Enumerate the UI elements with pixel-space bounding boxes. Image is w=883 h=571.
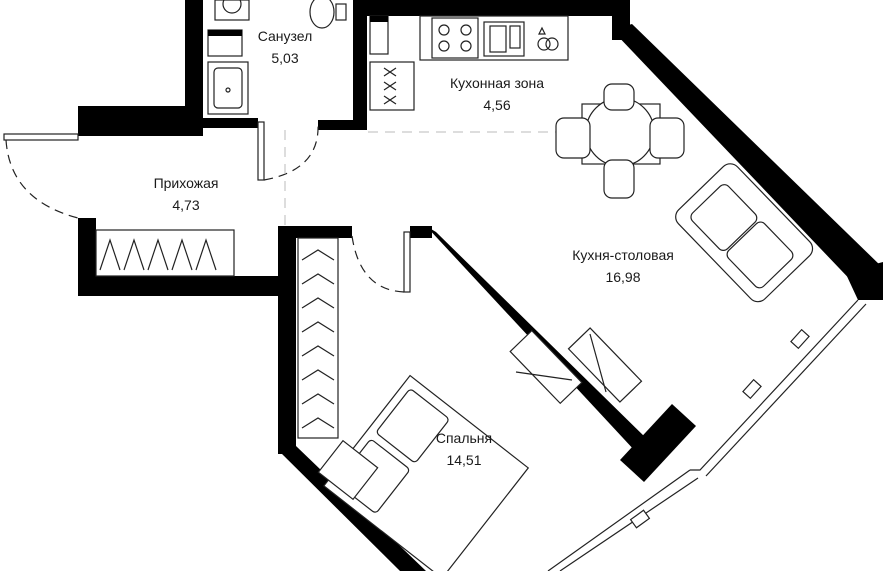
windows [547, 299, 867, 571]
bathroom-fixtures [207, 0, 389, 115]
wall-bedroom-left [278, 226, 296, 454]
wall-hall-top [78, 106, 203, 136]
bath-cabinet-top [208, 30, 242, 36]
window-line-4 [559, 477, 699, 571]
room-area-bathroom: 5,03 [271, 50, 298, 66]
burner-icon-1 [438, 24, 450, 36]
hangers-bedroom [301, 249, 335, 429]
sink-drain-icon [225, 87, 231, 93]
burner-icon-3 [438, 40, 450, 52]
kitchen-sink [483, 21, 525, 57]
room-labels: Санузел 5,03 Кухонная зона 4,56 Прихожая… [154, 28, 674, 468]
chair-right [649, 117, 685, 159]
tv-stand-cross-2 [589, 333, 607, 393]
tv-stand-cross-1 [515, 371, 573, 381]
window-mullion-1 [790, 328, 810, 350]
partition-furniture [509, 327, 643, 405]
wall-bath-left [185, 0, 203, 122]
bedroom-wardrobe [297, 237, 339, 439]
shaft-box-top [370, 16, 388, 22]
stove [431, 17, 479, 59]
nightstand [317, 439, 379, 501]
toilet-tank [335, 3, 347, 21]
kitchen-sink-drainer [509, 25, 521, 49]
wall-bedroom-top [278, 226, 352, 238]
pillow-1 [376, 389, 449, 463]
bedroom-door-swing [351, 235, 405, 293]
dishwasher-icon-2 [545, 37, 559, 51]
tv-stand-bedroom [509, 329, 583, 405]
sofa-cushion-2 [726, 221, 794, 289]
fridge [369, 61, 415, 111]
room-name-kitchen-zone: Кухонная зона [450, 75, 544, 91]
window-line-1 [690, 299, 859, 471]
room-area-hallway: 4,73 [172, 197, 199, 213]
toilet [309, 0, 335, 29]
dishwasher-icon [537, 37, 551, 51]
wall-bath-bottom-left [203, 118, 258, 128]
entrance-door-swing [5, 139, 79, 219]
hall-wardrobe [95, 229, 235, 277]
entrance-door-leaf [3, 133, 79, 141]
window-mullion-3 [629, 509, 651, 529]
dining-set [555, 83, 685, 199]
room-area-kitchen-dining: 16,98 [605, 269, 640, 285]
room-name-bedroom: Спальня [436, 430, 492, 446]
room-area-bedroom: 14,51 [446, 452, 481, 468]
kitchen-fixtures [368, 15, 600, 133]
room-name-hallway: Прихожая [154, 175, 219, 191]
drop-icon [538, 26, 546, 35]
bed-frame [323, 374, 530, 571]
window-line-3 [547, 469, 691, 571]
washing-machine [214, 0, 250, 21]
sofa [675, 163, 814, 303]
room-name-kitchen-dining: Кухня-столовая [572, 247, 674, 263]
window-line-2 [705, 303, 867, 477]
wall-bath-right [353, 0, 367, 124]
wall-right-diagonal [612, 24, 883, 290]
sofa-cushion-1 [690, 184, 758, 252]
room-name-bathroom: Санузел [258, 28, 313, 44]
wardrobe-hall [95, 229, 235, 277]
wardrobe-bedroom [297, 237, 339, 439]
wall-right-corner [845, 262, 883, 300]
burner-icon-4 [460, 40, 472, 52]
bath-door-leaf [257, 121, 265, 181]
bedroom-door-leaf [403, 231, 411, 293]
room-area-kitchen-zone: 4,56 [483, 97, 510, 113]
burner-icon-2 [460, 24, 472, 36]
pillar [620, 404, 696, 482]
chair-left [555, 117, 591, 159]
wall-bath-bottom-right [318, 120, 367, 130]
washing-machine-drum-icon [222, 0, 242, 14]
bath-sink-basin [213, 67, 243, 109]
wall-hall-bottom [78, 276, 296, 296]
kitchen-sink-basin [489, 25, 507, 53]
fridge-marks [383, 67, 397, 105]
chair-bottom [603, 159, 635, 199]
doors [3, 121, 411, 293]
hangers-hall [99, 238, 217, 271]
chair-top [603, 83, 635, 111]
wall-bedroom-top-right [410, 226, 432, 238]
tv-stand-kitchen [567, 327, 643, 403]
wall-kitchen-top [353, 0, 629, 16]
bath-door-swing [263, 123, 319, 181]
window-mullion-2 [742, 378, 762, 400]
